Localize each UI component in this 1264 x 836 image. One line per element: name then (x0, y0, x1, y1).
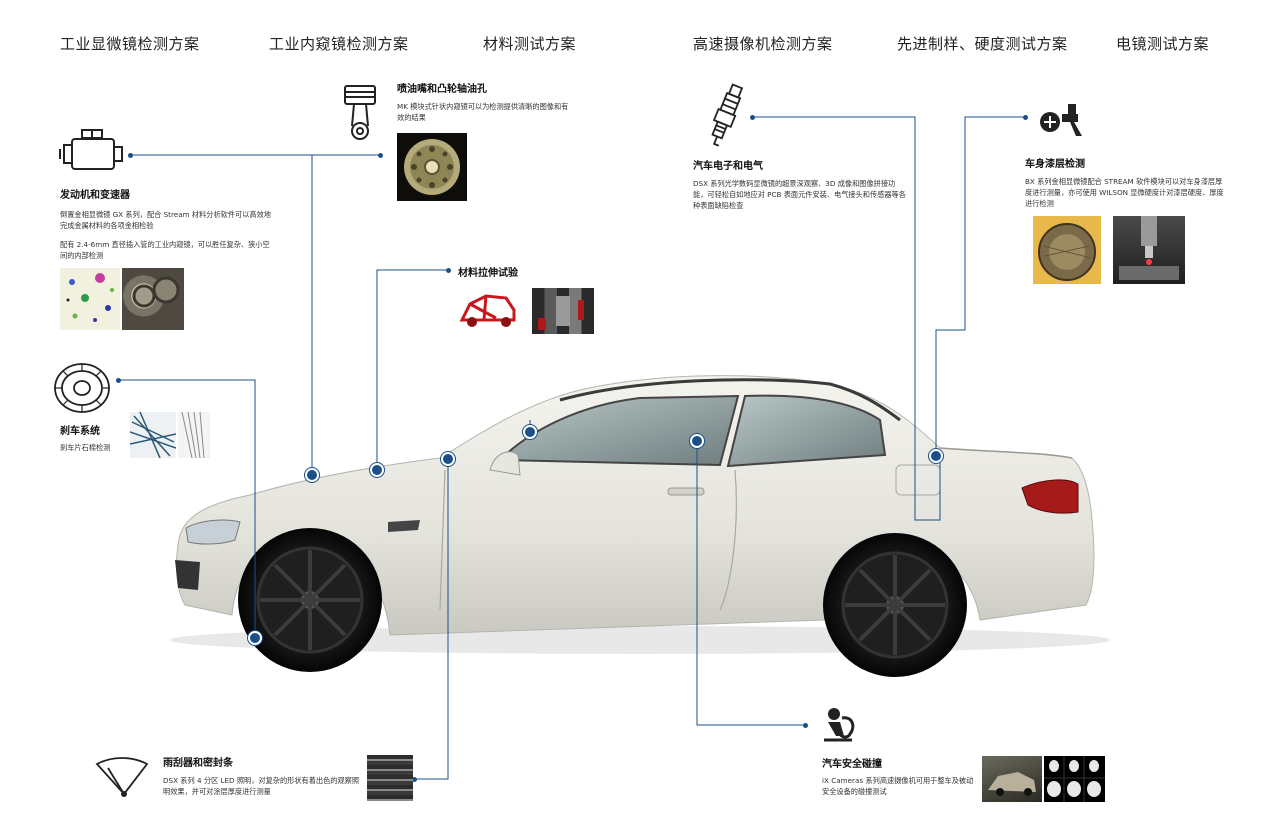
hotspot-crash[interactable] (690, 434, 704, 448)
wiper-seal-image (367, 755, 413, 801)
brake-fiber-image-2 (178, 412, 210, 458)
piston-icon (344, 85, 376, 140)
hotspot-engine[interactable] (305, 468, 319, 482)
tail-light (1021, 479, 1079, 514)
anchor-injector (378, 153, 383, 158)
front-tire (238, 528, 382, 672)
engine-desc-1: 倒置金相显微镜 GX 系列，配合 Stream 材料分析软件可以高效地完成金属材… (60, 210, 271, 230)
hotspot-paint[interactable] (929, 449, 943, 463)
wiper-title: 雨刮器和密封条 (163, 758, 233, 769)
electronics-desc: DSX 系列光学数码显微镜的超景深观察、3D 成像和图像拼接功能，可轻松自如地应… (693, 179, 906, 210)
paint-hardness-tester-image (1113, 216, 1185, 284)
front-rim (256, 546, 364, 654)
electronics-title: 汽车电子和电气 (693, 161, 763, 172)
fuel-cap (895, 464, 941, 496)
engine-icon (59, 129, 123, 170)
injector-desc: MK 模块式针状内窥镜可以为检测提供清晰的图像和有效的结果 (397, 102, 569, 122)
engine-title: 发动机和变速器 (60, 190, 130, 201)
anchor-engine (128, 153, 133, 158)
rear-hub (886, 596, 904, 614)
front-hub (301, 591, 319, 609)
crash-desc: iX Cameras 系列高速摄像机可用于整车及被动安全设备的碰撞测试 (822, 776, 974, 796)
spark-plug-icon (711, 83, 744, 147)
anchor-electronics (750, 115, 755, 120)
tab-high-speed-camera[interactable]: 高速摄像机检测方案 (693, 35, 833, 53)
car-roof (559, 378, 901, 422)
brake-fiber-image-1 (130, 412, 176, 458)
anchor-brake (116, 378, 121, 383)
hotspot-brake[interactable] (248, 631, 262, 645)
tab-microscope[interactable]: 工业显微镜检测方案 (60, 35, 200, 53)
rear-tire (823, 533, 967, 677)
wiper-desc: DSX 系列 4 分区 LED 照明，对复杂的形状有着出色的观察照明效果，并可对… (163, 776, 360, 796)
rear-deck (939, 447, 1073, 459)
engine-desc-2: 配有 2.4-6mm 直径插入管的工业内窥镜，可以胜任复杂、狭小空间的内部检测 (60, 240, 270, 260)
rear-rim (841, 551, 949, 659)
brake-desc: 刹车片石棉检测 (60, 443, 111, 452)
airbag-icon (824, 708, 855, 742)
tab-endoscope[interactable]: 工业内窥镜检测方案 (269, 35, 409, 53)
anchor-crash (803, 723, 808, 728)
car-window-rear (726, 394, 887, 468)
hotspot-tensile[interactable] (370, 463, 384, 477)
injector-endoscope-image (397, 133, 467, 201)
car-body (176, 375, 1095, 636)
crash-test-image (982, 756, 1042, 802)
tensile-machine-image (532, 288, 594, 334)
tab-material-testing[interactable]: 材料测试方案 (483, 35, 577, 53)
headlight (185, 519, 241, 545)
crash-sequence-image (1044, 756, 1105, 802)
wiper-icon (95, 757, 149, 797)
brake-disc-icon (54, 363, 110, 413)
tensile-title: 材料拉伸试验 (458, 268, 518, 279)
paint-cross-section-image (1033, 216, 1101, 284)
door-handle (667, 487, 705, 496)
anchor-paint (1023, 115, 1028, 120)
tab-sample-prep-hardness[interactable]: 先进制样、硬度测试方案 (897, 35, 1068, 53)
car-shadow (170, 626, 1110, 654)
side-gill (388, 520, 420, 532)
front-grille (175, 560, 200, 590)
anchor-wiper (412, 777, 417, 782)
spray-gun-icon (1040, 104, 1082, 136)
tensile-car-frame-image (456, 288, 520, 334)
brake-title: 刹车系统 (60, 426, 100, 437)
crash-title: 汽车安全碰撞 (822, 759, 882, 770)
paint-desc: BX 系列金相显微镜配合 STREAM 软件模块可以对车身漆层厚度进行测量，亦可… (1025, 177, 1224, 208)
injector-title: 喷油嘴和凸轮轴油孔 (397, 84, 487, 95)
engine-micrograph-image (60, 268, 120, 330)
car-door-line (439, 469, 737, 611)
anchor-tensile (446, 268, 451, 273)
engine-cylinder-image (122, 268, 184, 330)
paint-title: 车身漆层检测 (1025, 159, 1085, 170)
hotspot-injector[interactable] (523, 425, 537, 439)
hotspot-wiper[interactable] (441, 452, 455, 466)
tab-electron-microscope[interactable]: 电镜测试方案 (1116, 35, 1210, 53)
side-mirror (489, 451, 521, 476)
